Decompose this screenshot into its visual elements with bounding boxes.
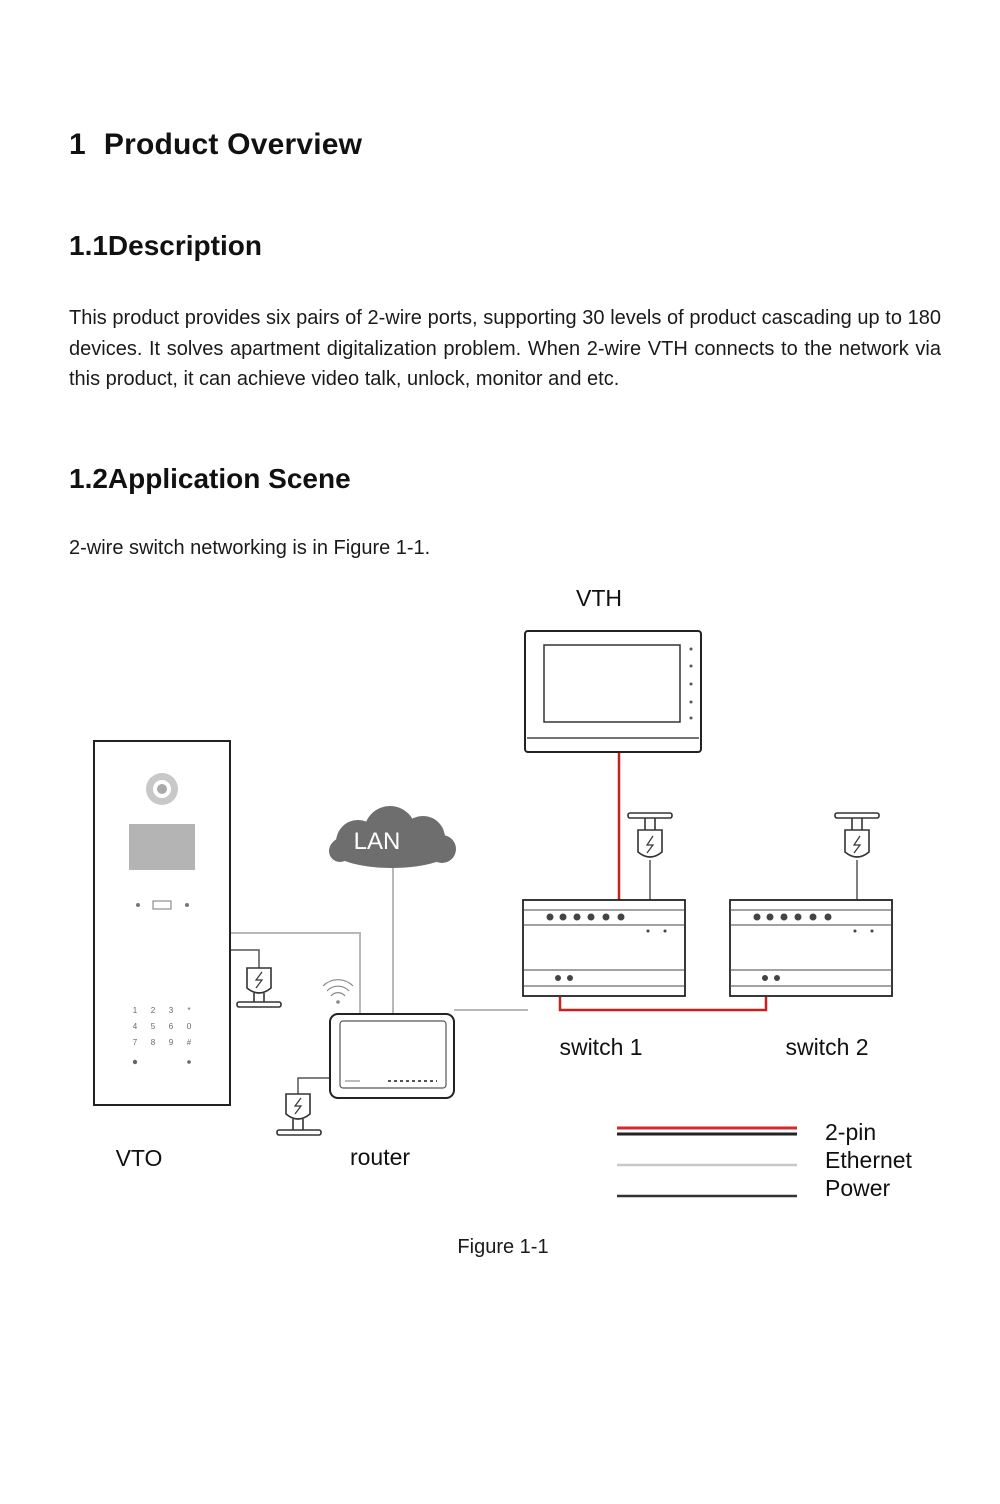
- keypad-key: 6: [169, 1022, 174, 1031]
- keypad-key: *: [187, 1006, 190, 1015]
- vth-screen: [543, 644, 681, 723]
- router-label: router: [350, 1144, 410, 1170]
- switch-cascade-2pin-line: [558, 997, 768, 1012]
- switch1-device: [522, 899, 686, 997]
- legend-2pin-label: 2-pin: [825, 1119, 876, 1145]
- vto-ethernet-line: [230, 932, 361, 1015]
- keypad-key: 1: [133, 1006, 138, 1015]
- keypad-person-icon: [132, 1059, 138, 1065]
- switch2-power-plug-icon: [834, 812, 880, 858]
- chapter-number: 1: [69, 128, 86, 161]
- vto-label: VTO: [116, 1145, 163, 1171]
- keypad-key: 7: [133, 1038, 138, 1047]
- keypad-key: 8: [151, 1038, 156, 1047]
- legend: 2-pin Ethernet Power: [617, 1119, 913, 1201]
- vto-power-line: [230, 949, 260, 968]
- vth-device: [524, 630, 702, 753]
- lan-cloud: [329, 806, 456, 868]
- router-device: [329, 1013, 455, 1099]
- figure-caption: Figure 1-1: [457, 1236, 549, 1258]
- chapter-title: Product Overview: [103, 128, 363, 161]
- wifi-icon: [322, 979, 354, 1004]
- switch1-label: switch 1: [559, 1034, 642, 1060]
- figure-intro-text: 2-wire switch networking is in Figure 1-…: [69, 537, 431, 559]
- section-heading-application-scene: 1.2Application Scene: [69, 463, 351, 494]
- router-power-line: [297, 1077, 330, 1094]
- keypad-key: 0: [187, 1022, 192, 1031]
- lan-label: LAN: [354, 828, 401, 855]
- vto-device: [93, 740, 231, 1106]
- keypad-key: 2: [151, 1006, 156, 1015]
- legend-power-label: Power: [825, 1175, 891, 1201]
- keypad-key: 5: [151, 1022, 156, 1031]
- description-paragraph: This product provides six pairs of 2-wir…: [69, 307, 941, 390]
- keypad-key: #: [187, 1038, 192, 1047]
- section-heading-description: 1.1Description: [69, 230, 262, 261]
- keypad-key: 3: [169, 1006, 174, 1015]
- switch2-label: switch 2: [785, 1034, 868, 1060]
- router-power-plug-icon: [276, 1093, 322, 1136]
- keypad-key: 9: [169, 1038, 174, 1047]
- vto-keypad: 1 2 3 * 4 5 6 0 7 8 9 #: [132, 1006, 192, 1065]
- vth-label: VTH: [576, 585, 622, 611]
- keypad-bell-icon: [187, 1060, 191, 1064]
- vto-display: [129, 824, 195, 870]
- keypad-key: 4: [133, 1022, 138, 1031]
- vto-power-plug-icon: [236, 967, 282, 1008]
- legend-ethernet-label: Ethernet: [825, 1147, 913, 1173]
- switch1-power-plug-icon: [627, 812, 673, 858]
- switch2-device: [729, 899, 893, 997]
- chapter-heading: 1 Product Overview: [69, 128, 362, 162]
